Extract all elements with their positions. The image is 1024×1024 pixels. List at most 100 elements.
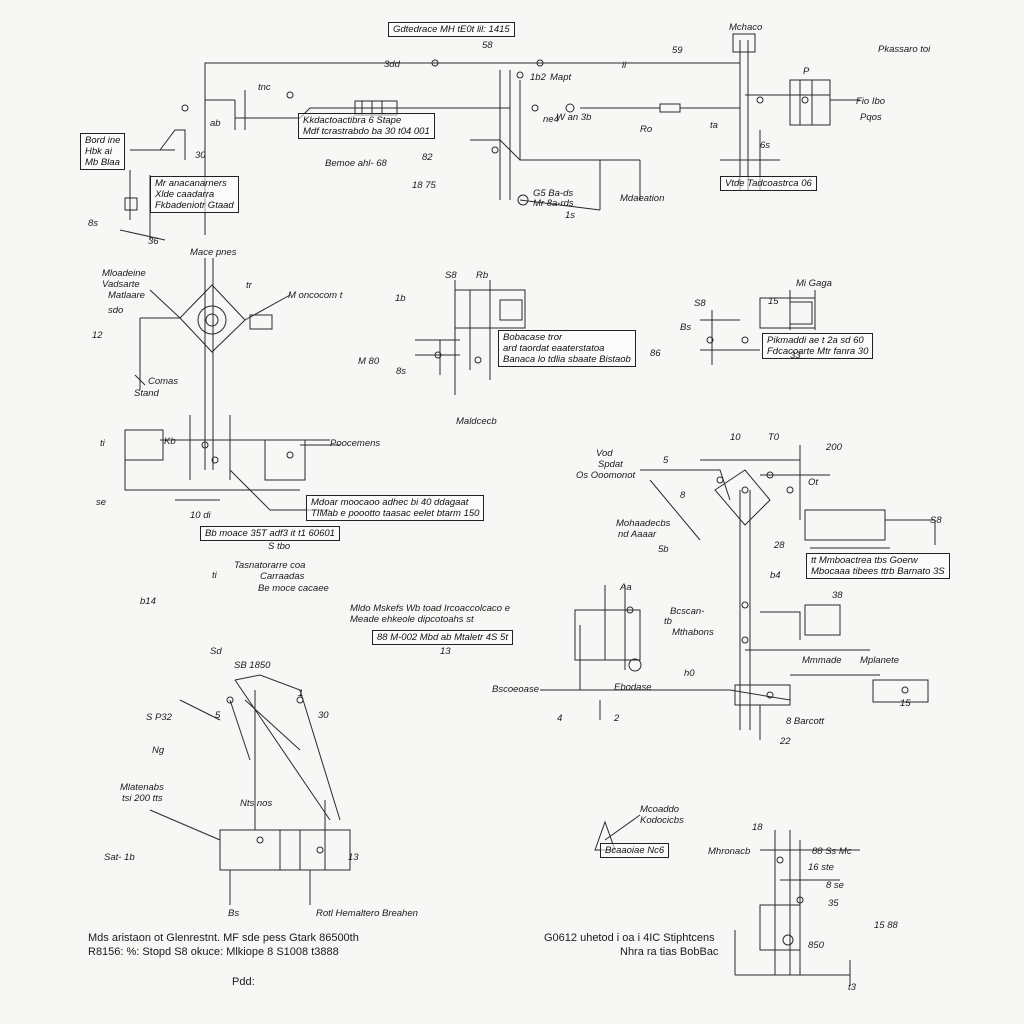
label: Spdat [598, 459, 623, 470]
label: 88 Ss Mc [812, 846, 852, 857]
label: 58 [482, 40, 493, 51]
top-title-box: Gdtedrace MH tE0t lil: 1415 [388, 22, 515, 37]
mid-left-spec-box: Mdoar moocaoo adhec bi 40 ddagaat TIMab … [306, 495, 485, 521]
label: Ng [152, 745, 165, 756]
label: Meade ehkeole dipcotoahs st [350, 614, 474, 625]
label: Vod [596, 448, 613, 459]
label: Mr 8a-rds [533, 198, 574, 209]
box-line: Fdcacoarte Mtr fanra 30 [767, 346, 869, 357]
box-line: Mdoar moocaoo adhec bi 40 ddagaat [311, 497, 469, 508]
box-line: ard taordat eaaterstatoa [503, 343, 605, 354]
label: Mohaadecbs [616, 518, 671, 529]
label: Pqos [860, 112, 882, 123]
label: G5 Ba-ds [533, 188, 574, 199]
label: 22 [780, 736, 791, 747]
label: W an 3b [556, 112, 592, 123]
label: 2 [614, 713, 620, 724]
label: ti [100, 438, 105, 449]
box-line: Xlde caadarra [155, 189, 215, 200]
mid-left-value-box: Bb moace 35T adf3 it t1 60601 [200, 526, 340, 541]
label: 1b [395, 293, 406, 304]
label: 8 Barcott [786, 716, 825, 727]
label: 10 di [190, 510, 211, 521]
mid-right-spec-box: Pikmaddi ae t 2a sd 60 Fdcacoarte Mtr fa… [762, 333, 874, 359]
label: M oncocom t [288, 290, 343, 301]
label: 30 [318, 710, 329, 721]
box-line: Bord ine [85, 135, 121, 146]
label: Mi Gaga [796, 278, 832, 289]
footer-right-2: Nhra ra tias BobBac [620, 946, 719, 958]
center-spec-box: Kkdactoactibra 6 Stape Mdf tcrastrabdo b… [298, 113, 435, 139]
label: tnc [258, 82, 271, 93]
label: ne4 [543, 114, 559, 125]
label: S8 [445, 270, 457, 281]
box-line: Banaca lo tdlia sbaate Bistaob [503, 354, 631, 365]
label: Maldcecb [456, 416, 497, 427]
label: Ro [640, 124, 653, 135]
label: 850 [808, 940, 824, 951]
label: 8s [88, 218, 99, 229]
label: h0 [684, 668, 695, 679]
label: Ebodase [614, 682, 652, 693]
label: 1s [565, 210, 576, 221]
label: Mapt [550, 72, 572, 83]
label: 5 [215, 710, 221, 721]
label: 6s [760, 140, 771, 151]
center-mid-value-box: 88 M-002 Mbd ab Mtaletr 4S 5t [372, 630, 513, 645]
label: Rb [476, 270, 489, 281]
label: 86 [650, 348, 661, 359]
mid-center-schematic [415, 280, 526, 395]
label: Os Ooomonot [576, 470, 636, 481]
box-line: Mb Blaa [85, 157, 120, 168]
label: 13 [348, 852, 359, 863]
label: Mdaeation [620, 193, 665, 204]
label: 8 [680, 490, 686, 501]
label: 59 [672, 45, 683, 56]
label: b14 [140, 596, 156, 607]
mid-right-schematic [700, 290, 816, 365]
label: Stand [134, 388, 159, 399]
label: tsi 200 tts [122, 793, 163, 804]
label: Bemoe ahl- 68 [325, 158, 387, 169]
label: ta [710, 120, 718, 131]
footer-line-3: Pdd: [232, 976, 255, 988]
label: 16 ste [808, 862, 834, 873]
label: 1b2 [530, 72, 546, 83]
label: Mldo Mskefs Wb toad Ircoaccolcaco e [350, 603, 510, 614]
lower-center-right-schematic [594, 814, 860, 985]
label: 4 [557, 713, 563, 724]
right-spec-box: Vtde Tadcoastrca 06 [720, 176, 817, 191]
box-line: Hbk ai [85, 146, 112, 157]
label: Vadsarte [102, 279, 140, 290]
label: Aa [620, 582, 632, 593]
lower-center-value-box: Bcaaoiae Nc6 [600, 843, 670, 858]
footer-line-1: Mds aristaon ot Glenrestnt. MF sde pess … [88, 932, 359, 944]
label: b4 [770, 570, 781, 581]
label: 8 se [826, 880, 844, 891]
label: Bs [680, 322, 692, 333]
label: Bcscan- [670, 606, 705, 617]
label: ii [622, 60, 627, 71]
label: 5 [663, 455, 669, 466]
label: t3 [848, 982, 856, 993]
label: 18 75 [412, 180, 436, 191]
label: se [96, 497, 107, 508]
label: Matlaare [108, 290, 145, 301]
label: Bs [228, 908, 240, 919]
label: 5b [658, 544, 669, 555]
footer-line-2: R8156: %: Stopd S8 okuce: Mlkiope 8 S100… [88, 946, 339, 958]
label: 15 [900, 698, 911, 709]
label: Kodocicbs [640, 815, 684, 826]
left-input-box: Bord ine Hbk ai Mb Blaa [80, 133, 126, 170]
label: Ot [808, 477, 819, 488]
label: P [803, 66, 810, 77]
label: SB 1850 [234, 660, 271, 671]
box-line: Bobacase tror [503, 332, 563, 343]
label: Tasnatorarre coa [234, 560, 306, 571]
label: Mplanete [860, 655, 900, 666]
mid-center-spec-box: Bobacase tror ard taordat eaaterstatoa B… [498, 330, 636, 367]
label: Rotl Hemaltero Breahen [316, 908, 418, 919]
label: 36 [148, 236, 159, 247]
